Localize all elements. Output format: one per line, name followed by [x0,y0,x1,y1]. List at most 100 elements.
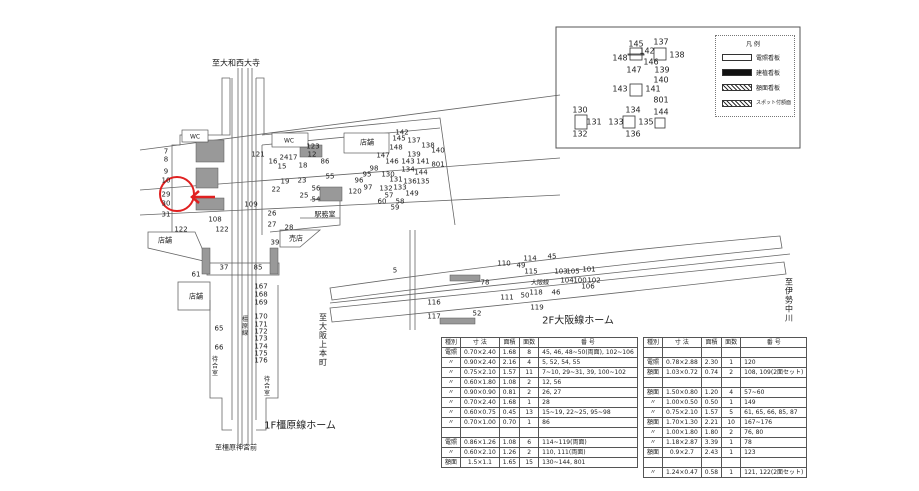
table-cell: 〃 [440,417,462,428]
sign-number: 130 [381,170,395,179]
sign-number: 102 [587,276,601,285]
table-row [642,457,808,468]
table-cell: 〃 [642,397,664,408]
table-cell: 0.86×1.26 [460,437,500,448]
table-cell: 1.57 [700,407,723,418]
column-header: 番 号 [538,337,638,348]
sign-number: 101 [582,265,596,274]
table-cell: 1.08 [498,437,521,448]
table-cell: 1 [721,437,742,448]
table-cell [721,377,742,388]
legend-item-lit: 電照看板 [756,55,781,62]
table-header-row: 種別寸 法面積面数番 号 [440,337,638,348]
sign-number: 139 [407,150,421,159]
kashihara-line-label: 橿原線 [240,315,248,337]
table-cell: 0.90×2.40 [460,357,500,368]
table-cell: 1.50×0.80 [662,387,702,398]
table-cell: 2 [519,377,540,388]
table-cell: 1.08 [498,377,521,388]
table-cell: 108, 109(2面セット) [740,367,808,378]
table-cell: 1.65 [498,457,521,468]
sign-number: 12 [307,150,317,159]
table-cell [721,347,742,358]
table-cell [721,457,742,468]
sign-number: 169 [254,298,268,307]
table-cell [662,377,702,388]
table-cell: 〃 [440,387,462,398]
table-cell: 121, 122(2面セット) [740,467,808,478]
table-cell: 1 [519,397,540,408]
table-cell: 86 [538,417,638,428]
table-cell: 2.43 [700,447,723,458]
station-office: 駅務室 [314,210,336,219]
sign-number: 175 [254,349,268,358]
table-cell [700,347,723,358]
table-cell [460,427,500,438]
legend: 凡 例 電照看板 建植看板 額面看板 スポット付額面 [715,35,795,117]
osaka-platform-title: 2F大阪線ホーム [542,315,614,327]
legend-item-standing: 建植看板 [756,70,781,77]
table-cell [740,347,808,358]
kashihara-platform-title: 1F橿原線ホーム [264,420,336,432]
sign-number: 145 [628,39,644,49]
sign-number: 23 [297,176,307,185]
table-cell [642,457,664,468]
wc-left: WC [189,133,201,141]
table-cell: 8 [519,347,540,358]
sign-number: 86 [320,157,330,166]
sign-number: 135 [416,177,430,186]
sign-number: 140 [431,146,445,155]
table-cell: 1.26 [498,447,521,458]
column-header: 番 号 [740,337,808,348]
sign-number: 37 [219,263,229,272]
table-cell: 額面 [642,367,664,378]
sign-number: 145 [392,134,406,143]
sign-number: 171 [254,320,268,329]
sign-number: 142 [395,128,409,137]
sign-number: 167 [254,282,268,291]
table-cell: 0.90×0.90 [460,387,500,398]
sign-number: 139 [654,65,670,75]
table-cell: 15~19, 22~25, 95~98 [538,407,638,418]
table-cell: 28 [538,397,638,408]
sign-number: 15 [277,162,287,171]
table-cell: 114~119(両面) [538,437,638,448]
table-cell: 57~60 [740,387,808,398]
table-cell: 〃 [440,447,462,458]
table-cell [700,377,723,388]
sign-number: 28 [284,223,294,232]
table-cell [440,427,462,438]
sign-number: 172 [254,327,268,336]
table-cell: 76, 80 [740,427,808,438]
table-cell: 110, 111(両面) [538,447,638,458]
table-cell [498,427,521,438]
waiting-room-right: 待合室 [262,375,270,397]
table-cell: 1.00×0.50 [662,397,702,408]
table-cell: 2.30 [700,357,723,368]
table-cell: 120 [740,357,808,368]
table-cell: 1.57 [498,367,521,378]
sign-number: 111 [500,293,514,302]
sign-number: 25 [299,191,309,200]
sign-number: 24 [279,153,289,162]
direction-osaka-uehonmachi: 至大阪上本町 [318,313,328,367]
table-cell: 1.24×0.47 [662,467,702,478]
column-header: 種別 [642,337,664,348]
table-cell [538,427,638,438]
sign-number: 138 [669,50,685,60]
sign-number: 123 [306,142,320,151]
sign-number: 117 [427,312,441,321]
sign-number: 45 [547,252,557,261]
sign-number: 30 [161,199,171,208]
table-cell: 61, 65, 66, 85, 87 [740,407,808,418]
table-cell: 0.70 [498,417,521,428]
